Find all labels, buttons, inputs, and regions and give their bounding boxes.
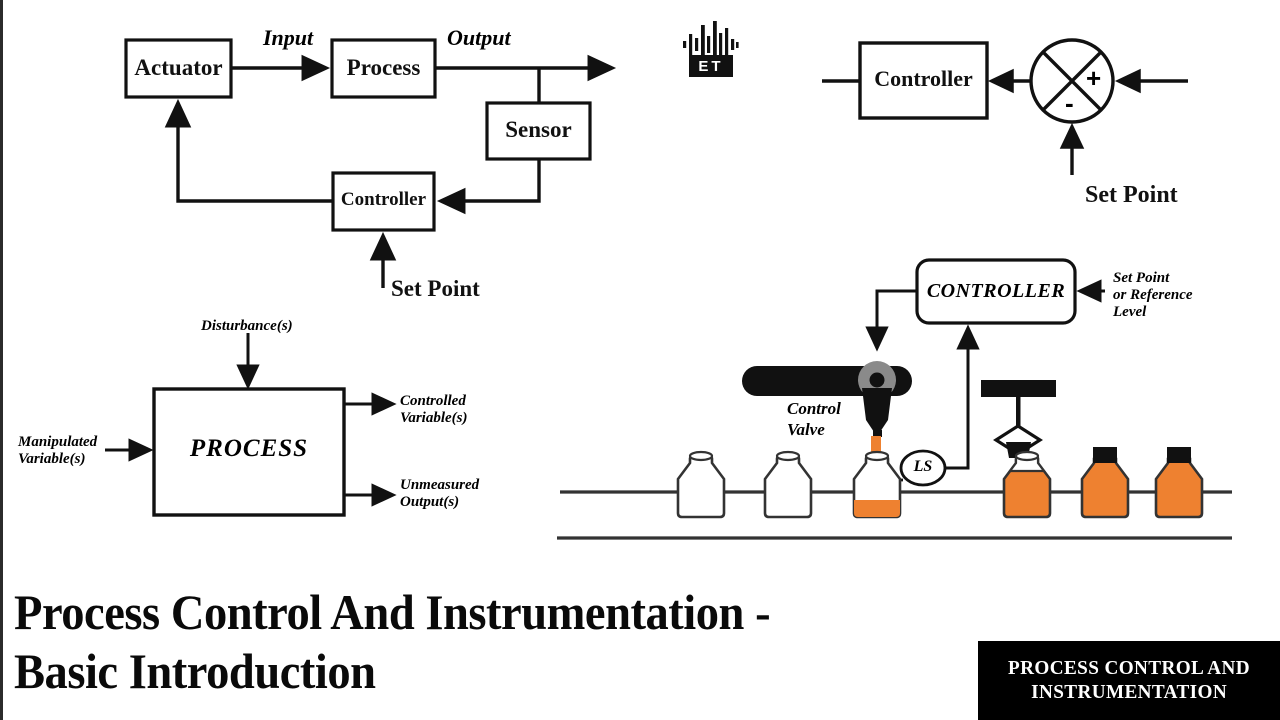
sensor-box-label: Sensor bbox=[505, 117, 572, 142]
bottle-filling-3 bbox=[852, 450, 902, 519]
bottle-full-4 bbox=[1002, 450, 1052, 519]
bottling-controller-label: CONTROLLER bbox=[926, 280, 1066, 302]
control-valve-line-2: Valve bbox=[787, 420, 825, 440]
actuator-box-label: Actuator bbox=[134, 55, 223, 80]
setpoint-line-1: Set Point bbox=[1113, 270, 1170, 286]
left-border-strip bbox=[0, 0, 3, 720]
et-logo-wordmark: ET bbox=[689, 55, 733, 77]
process-box-label: Process bbox=[346, 55, 421, 80]
page-title-line-1: Process Control And Instrumentation - bbox=[14, 584, 771, 640]
disturbance-input-label: Disturbance(s) bbox=[201, 318, 293, 334]
course-badge-line-2: INSTRUMENTATION bbox=[1030, 680, 1228, 703]
page-title-line-2: Basic Introduction bbox=[14, 642, 376, 699]
bottle-empty-2 bbox=[763, 450, 813, 519]
setpoint-label-left: Set Point bbox=[391, 276, 480, 301]
setpoint-line-2: or Reference bbox=[1113, 286, 1193, 303]
course-badge-line-1: PROCESS CONTROL AND bbox=[1007, 656, 1251, 679]
controlled-line-2: Variable(s) bbox=[400, 409, 468, 426]
summing-minus-sign: - bbox=[1065, 88, 1074, 118]
liquid-stream bbox=[871, 436, 881, 511]
manipulated-line-1: Manipulated bbox=[18, 434, 98, 450]
unmeasured-line-1: Unmeasured bbox=[400, 477, 480, 493]
manipulated-line-2: Variable(s) bbox=[18, 450, 86, 467]
setpoint-label-right: Set Point bbox=[1085, 182, 1178, 208]
summing-plus-sign: + bbox=[1086, 63, 1102, 93]
et-waveform-icon bbox=[683, 21, 739, 67]
controller-box-label: Controller bbox=[340, 189, 427, 210]
setpoint-line-3: Level bbox=[1113, 303, 1147, 320]
output-signal-label: Output bbox=[447, 25, 511, 50]
process-block-label: PROCESS bbox=[189, 435, 309, 462]
controlled-line-1: Controlled bbox=[400, 393, 466, 409]
course-badge: PROCESS CONTROL AND INSTRUMENTATION bbox=[978, 641, 1280, 720]
conveyor-belt bbox=[557, 490, 1232, 540]
bottle-capped-5 bbox=[1080, 447, 1130, 519]
control-valve-line-1: Control bbox=[787, 399, 841, 418]
level-sensor-label: LS bbox=[913, 458, 933, 475]
controller-box-label-right: Controller bbox=[874, 66, 973, 91]
page-title: Process Control And Instrumentation - Ba… bbox=[14, 583, 925, 700]
bottle-empty-1 bbox=[676, 450, 726, 519]
bottle-capped-6 bbox=[1154, 447, 1204, 519]
input-signal-label: Input bbox=[263, 25, 314, 50]
capping-head-assembly bbox=[981, 380, 1056, 458]
unmeasured-line-2: Output(s) bbox=[400, 493, 460, 510]
